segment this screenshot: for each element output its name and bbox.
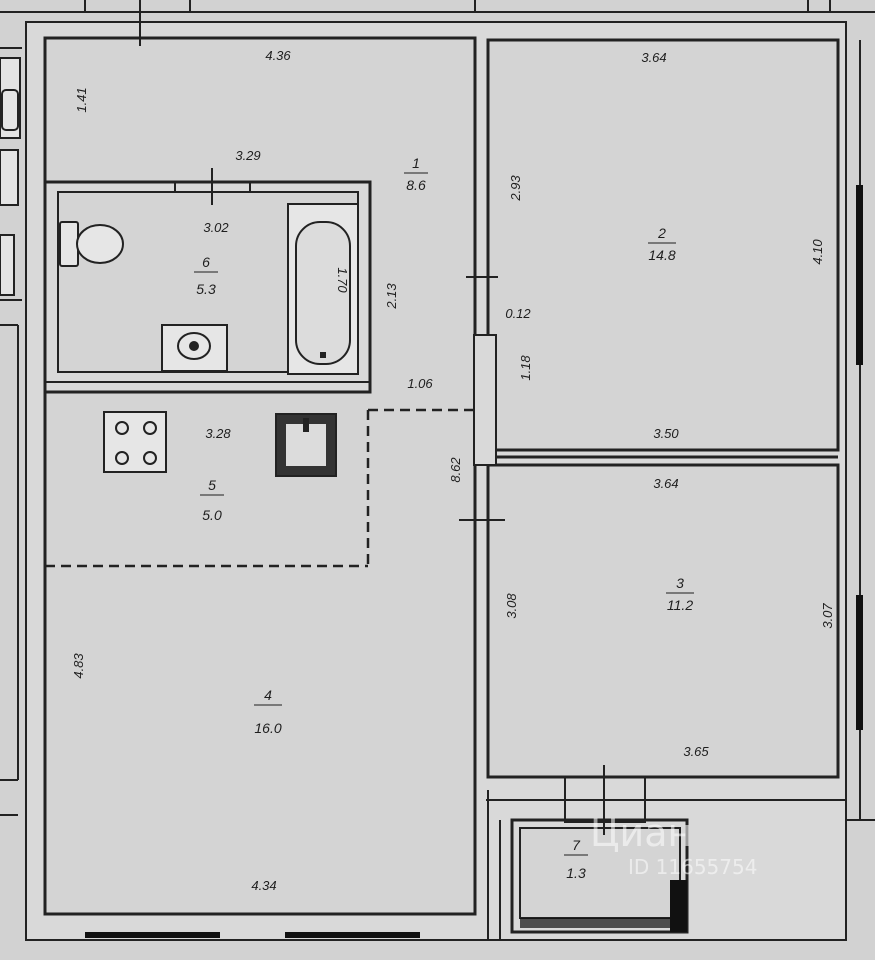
dim-1-41: 1.41 bbox=[74, 87, 89, 112]
svg-text:4: 4 bbox=[264, 687, 272, 703]
dim-3-07: 3.07 bbox=[820, 603, 835, 629]
dim-1-06: 1.06 bbox=[407, 376, 433, 391]
svg-text:3: 3 bbox=[676, 575, 684, 591]
kitchen-zone-boundary bbox=[45, 408, 475, 568]
dim-2-93: 2.93 bbox=[508, 175, 523, 202]
left-neighbour-fixtures bbox=[0, 57, 21, 296]
main-area-walls bbox=[43, 36, 477, 916]
room-labels: 1 8.6 2 14.8 3 11.2 4 16.0 5 5.0 6 5.3 bbox=[194, 155, 694, 881]
dim-3-64-mid: 3.64 bbox=[653, 476, 678, 491]
room-5-label: 5 5.0 bbox=[200, 477, 224, 523]
svg-text:7: 7 bbox=[572, 837, 581, 853]
dim-3-29: 3.29 bbox=[235, 148, 260, 163]
dim-3-02: 3.02 bbox=[203, 220, 229, 235]
windows bbox=[85, 185, 863, 938]
svg-text:5: 5 bbox=[208, 477, 216, 493]
dim-8-62: 8.62 bbox=[448, 457, 463, 483]
dim-4-36: 4.36 bbox=[265, 48, 291, 63]
svg-text:5.3: 5.3 bbox=[196, 281, 216, 297]
dim-4-83: 4.83 bbox=[71, 653, 86, 679]
dim-4-34: 4.34 bbox=[251, 878, 276, 893]
dimension-labels: 4.36 1.41 3.29 3.02 1.70 2.13 1.06 3.28 … bbox=[71, 48, 835, 893]
dim-3-65: 3.65 bbox=[683, 744, 709, 759]
toilet-icon bbox=[59, 221, 124, 267]
svg-text:1: 1 bbox=[412, 155, 420, 171]
svg-text:16.0: 16.0 bbox=[254, 720, 281, 736]
svg-text:14.8: 14.8 bbox=[648, 247, 675, 263]
dim-4-10: 4.10 bbox=[810, 239, 825, 265]
watermark-brand: Циан bbox=[590, 811, 692, 855]
dim-3-28: 3.28 bbox=[205, 426, 231, 441]
room-4-label: 4 16.0 bbox=[254, 687, 282, 736]
dim-3-64-top: 3.64 bbox=[641, 50, 666, 65]
svg-text:2: 2 bbox=[657, 225, 666, 241]
room-7-label: 7 1.3 bbox=[564, 837, 588, 881]
dim-0-12: 0.12 bbox=[505, 306, 531, 321]
washbasin-icon bbox=[161, 324, 228, 372]
dim-3-08: 3.08 bbox=[504, 593, 519, 619]
dim-2-13: 2.13 bbox=[384, 283, 399, 310]
dim-1-18: 1.18 bbox=[518, 355, 533, 381]
room-1-label: 1 8.6 bbox=[404, 155, 428, 193]
bathtub-icon bbox=[287, 203, 359, 375]
svg-text:11.2: 11.2 bbox=[667, 597, 693, 613]
svg-text:5.0: 5.0 bbox=[202, 507, 222, 523]
room-2-area bbox=[486, 38, 840, 452]
svg-text:6: 6 bbox=[202, 254, 210, 270]
storage-room-7 bbox=[510, 818, 689, 934]
opening-ticks bbox=[139, 0, 605, 835]
svg-text:1.3: 1.3 bbox=[566, 865, 586, 881]
stove-icon bbox=[103, 411, 167, 473]
partition-wall bbox=[473, 334, 497, 466]
svg-text:8.6: 8.6 bbox=[406, 177, 426, 193]
watermark: Циан ID 11655754 bbox=[590, 811, 757, 879]
watermark-id: ID 11655754 bbox=[628, 855, 757, 879]
room-3-label: 3 11.2 bbox=[666, 575, 694, 613]
room-6-label: 6 5.3 bbox=[194, 254, 218, 297]
room-3-area bbox=[486, 463, 840, 779]
kitchen-sink-icon bbox=[275, 413, 337, 477]
room-2-label: 2 14.8 bbox=[648, 225, 676, 263]
dim-1-70: 1.70 bbox=[335, 267, 350, 293]
dim-3-50: 3.50 bbox=[653, 426, 679, 441]
